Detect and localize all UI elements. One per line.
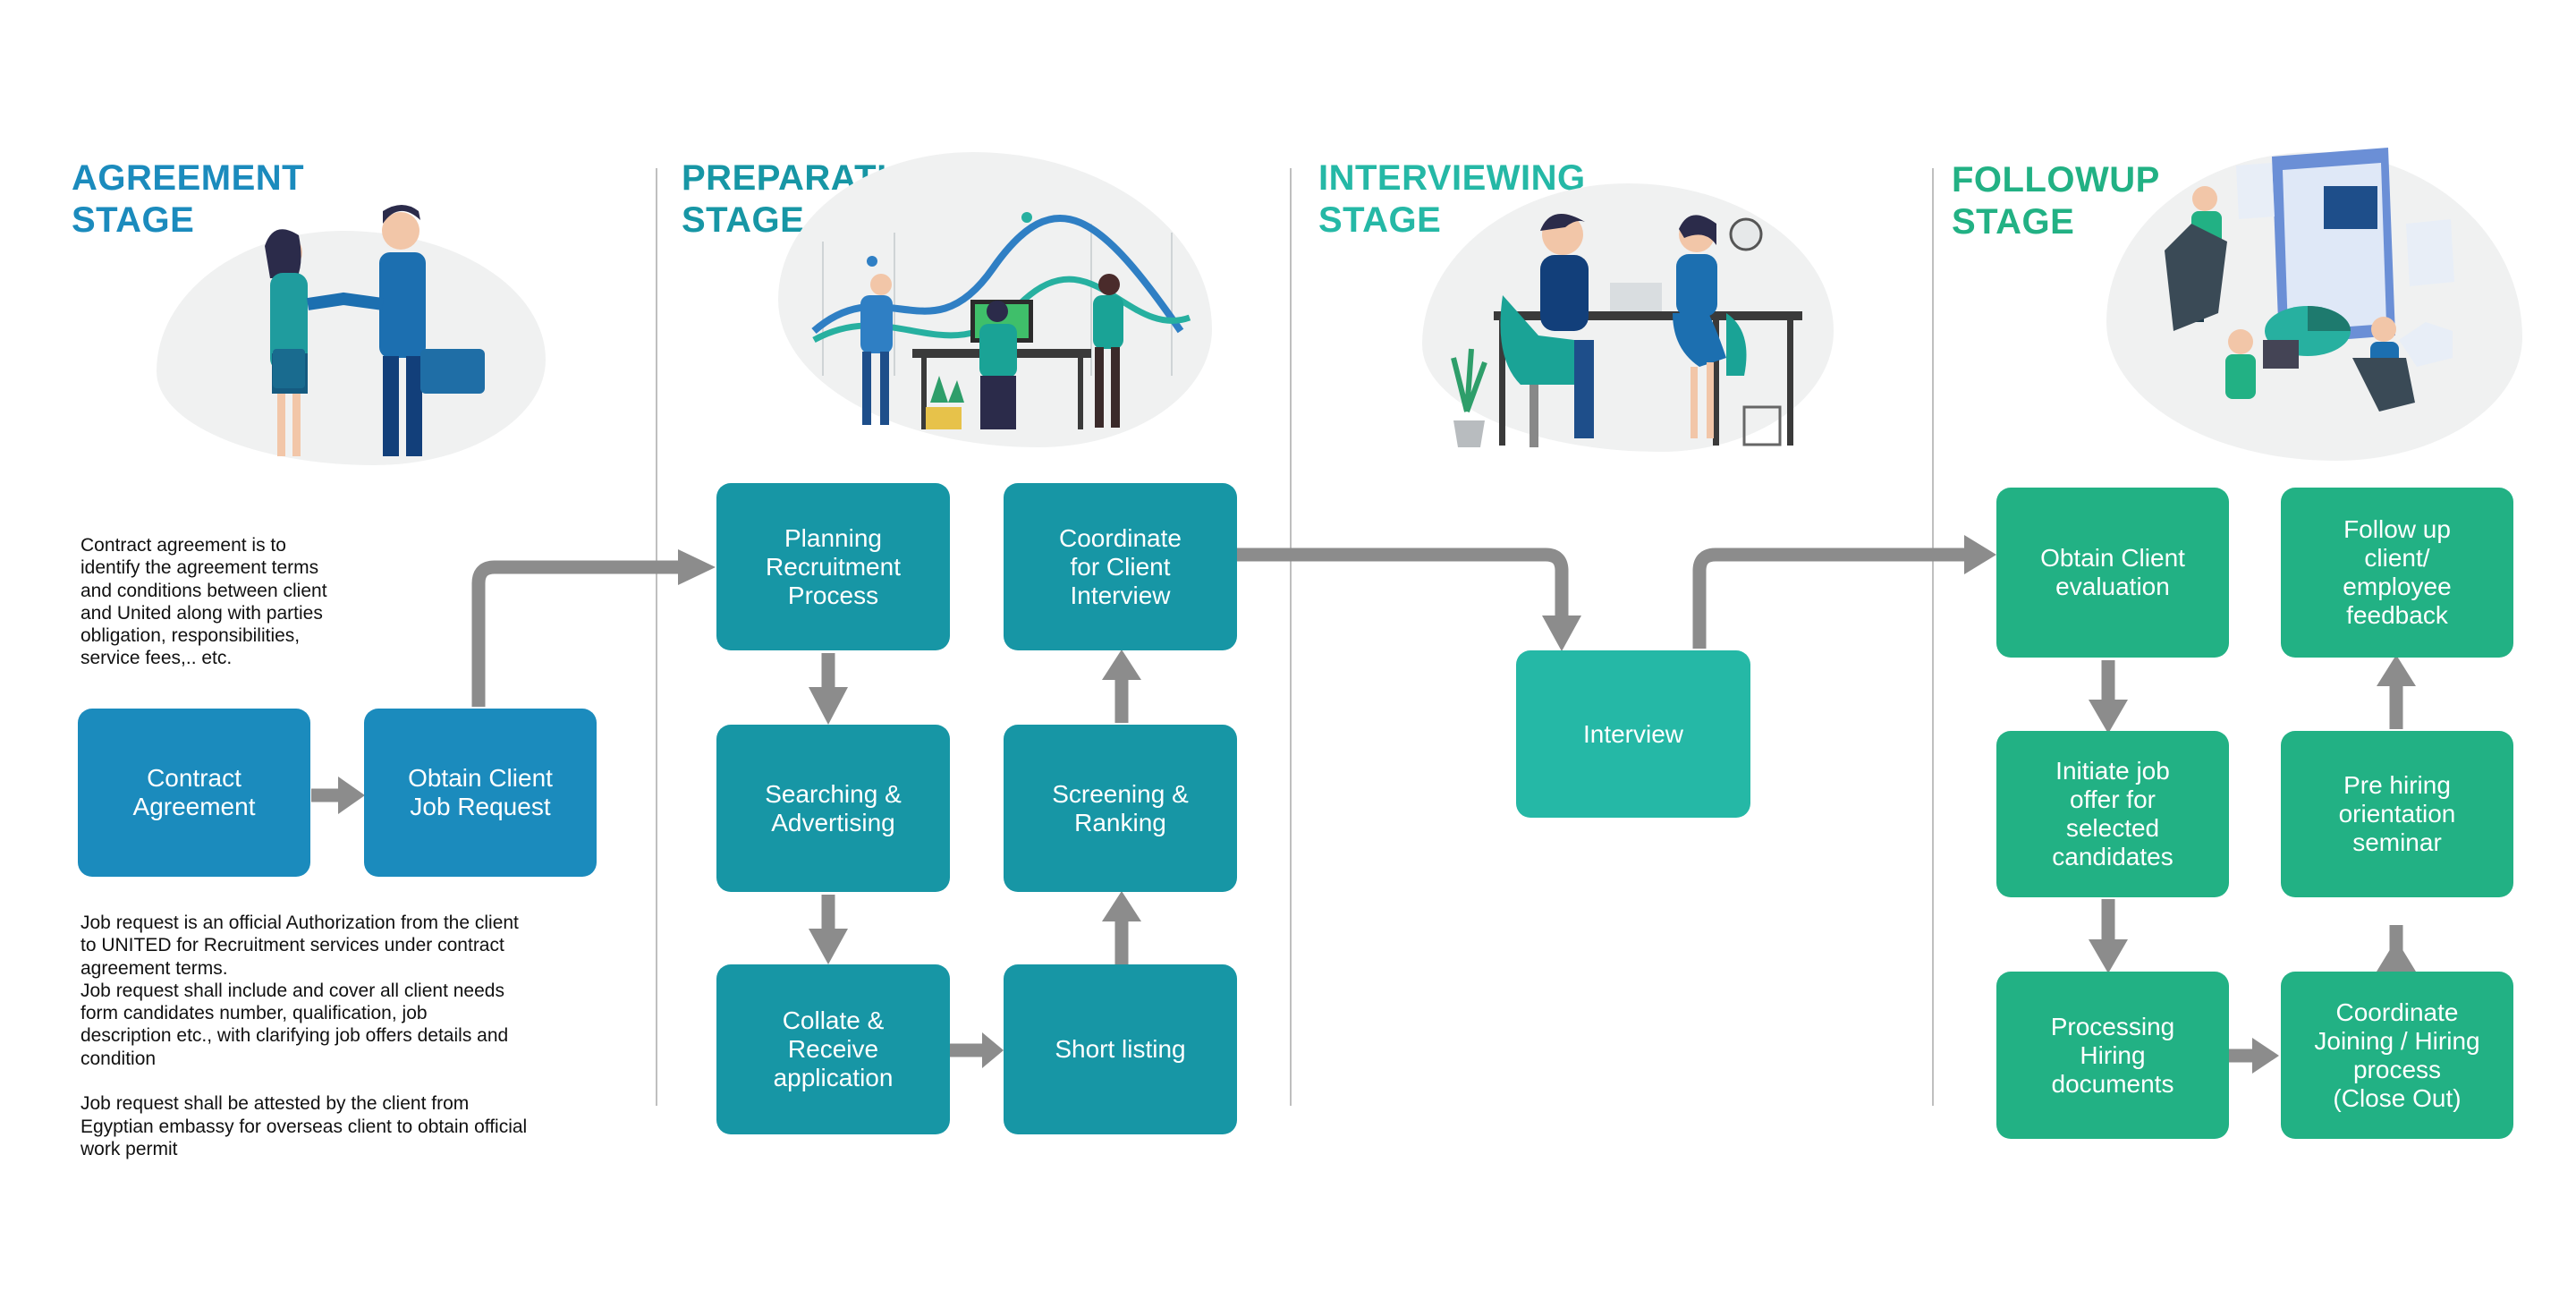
stage-divider-3 [1932, 168, 1934, 1106]
processing-hiring-documents-box: Processing Hiring documents [1996, 972, 2229, 1139]
stage-divider-2 [1290, 168, 1292, 1106]
collate-receive-box: Collate & Receive application [716, 964, 950, 1134]
interview-illustration-icon [1451, 214, 1802, 447]
contract-agreement-box: Contract Agreement [78, 709, 310, 877]
interview-box: Interview [1516, 650, 1750, 818]
coordinate-joining-box: Coordinate Joining / Hiring process (Clo… [2281, 972, 2513, 1139]
agreement-stage-title: AGREEMENT STAGE [72, 158, 305, 240]
stage-divider-1 [656, 168, 657, 1106]
planning-team-illustration-icon [811, 212, 1191, 429]
flow-arrows [311, 548, 2403, 1063]
arrow-request-to-planning [471, 560, 680, 707]
agreement-description-bottom: Job request is an official Authorization… [80, 913, 528, 1159]
short-listing-box: Short listing [1004, 964, 1237, 1134]
coordinate-client-interview-box: Coordinate for Client Interview [1004, 483, 1237, 650]
obtain-client-evaluation-box: Obtain Client evaluation [1996, 488, 2229, 658]
interviewing-stage-title: INTERVIEWING STAGE [1318, 158, 1586, 240]
planning-recruitment-box: Planning Recruitment Process [716, 483, 950, 650]
arrow-coordinate-to-interview [1236, 548, 1569, 617]
initiate-job-offer-box: Initiate job offer for selected candidat… [1996, 731, 2229, 897]
pre-hiring-seminar-box: Pre hiring orientation seminar [2281, 731, 2513, 897]
searching-advertising-box: Searching & Advertising [716, 725, 950, 892]
obtain-client-job-request-box: Obtain Client Job Request [364, 709, 597, 877]
followup-stage-title: FOLLOWUP STAGE [1952, 160, 2160, 242]
followup-dashboard-illustration-icon [2165, 148, 2454, 412]
handshake-illustration-icon [265, 205, 485, 456]
arrow-heads [338, 535, 2416, 1074]
agreement-description-top: Contract agreement is to identify the ag… [80, 535, 327, 669]
arrow-interview-to-evaluation [1692, 548, 1966, 649]
agreement-illustration-bg [157, 231, 546, 465]
screening-ranking-box: Screening & Ranking [1004, 725, 1237, 892]
follow-up-feedback-box: Follow up client/ employee feedback [2281, 488, 2513, 658]
